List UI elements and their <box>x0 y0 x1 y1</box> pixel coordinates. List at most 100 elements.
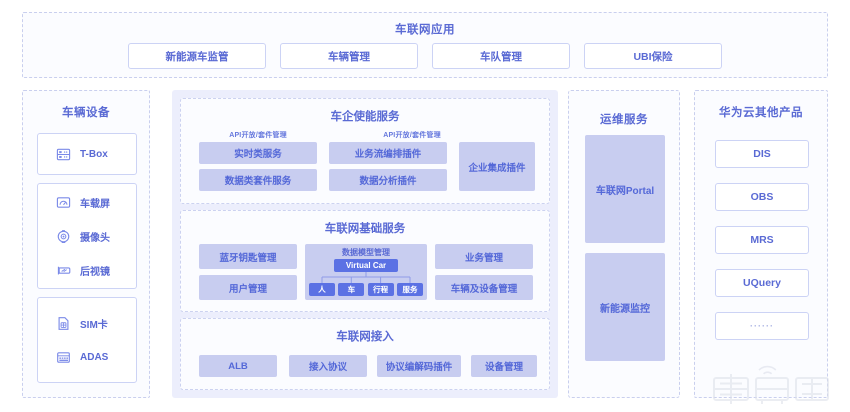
ops-cell-new-energy-monitoring[interactable]: 新能源监控 <box>585 253 665 361</box>
device-item-screen[interactable]: 车载屏 <box>38 185 136 219</box>
vehicle-devices-column: 车辆设备 T-Box <box>22 90 150 398</box>
base-services-panel: 车联网基础服务 蓝牙钥匙管理 用户管理 业务管理 车辆及设备管理 数据模型管理 <box>180 210 550 312</box>
data-model-leaf-vehicle[interactable]: 车 <box>338 283 365 296</box>
huawei-product-uquery[interactable]: UQuery <box>715 269 809 297</box>
application-button-ubi-insurance[interactable]: UBI保险 <box>584 43 722 69</box>
sim-card-icon <box>58 316 69 330</box>
enablement-cell-realtime-service[interactable]: 实时类服务 <box>199 142 317 164</box>
leaf-label: 行程 <box>373 285 389 294</box>
data-model-leaf-row: 人 车 行程 服务 <box>309 283 423 296</box>
device-item-label: 后视镜 <box>80 266 110 278</box>
application-button-vehicle-management[interactable]: 车辆管理 <box>280 43 418 69</box>
cell-label: 数据分析插件 <box>359 176 417 187</box>
enablement-cell-analytics-plugin[interactable]: 数据分析插件 <box>329 169 447 191</box>
application-button-fleet-management[interactable]: 车队管理 <box>432 43 570 69</box>
leaf-label: 车 <box>347 285 356 294</box>
application-button-label: 车辆管理 <box>328 50 370 63</box>
access-cell-access-protocol[interactable]: 接入协议 <box>289 355 367 377</box>
base-cell-bluetooth-key-management[interactable]: 蓝牙钥匙管理 <box>199 244 297 269</box>
access-cell-device-management[interactable]: 设备管理 <box>471 355 537 377</box>
device-item-label: ADAS <box>80 351 109 363</box>
device-item-label: SIM卡 <box>80 319 108 331</box>
cell-label: 车联网Portal <box>595 185 655 197</box>
ops-cell-iov-portal[interactable]: 车联网Portal <box>585 135 665 243</box>
device-item-rear-mirror[interactable]: 后视镜 <box>38 253 136 287</box>
huawei-product-more[interactable]: ······ <box>715 312 809 340</box>
device-item-camera[interactable]: 摄像头 <box>38 219 136 253</box>
data-model-management-title: 数据模型管理 <box>342 248 390 257</box>
leaf-label: 服务 <box>402 285 418 294</box>
cell-label: 协议编解码插件 <box>385 362 453 373</box>
vehicle-devices-title: 车辆设备 <box>62 107 110 119</box>
data-model-leaf-person[interactable]: 人 <box>309 283 335 296</box>
base-cell-business-management[interactable]: 业务管理 <box>435 244 533 269</box>
access-cell-alb[interactable]: ALB <box>199 355 277 377</box>
cell-label: 蓝牙钥匙管理 <box>219 252 277 264</box>
product-label: ······ <box>750 321 774 331</box>
adas-module-icon <box>57 351 70 363</box>
device-item-label: 摄像头 <box>80 232 110 244</box>
device-group-modules: SIM卡 ADAS <box>37 297 137 383</box>
cell-label: 用户管理 <box>228 283 267 295</box>
application-button-label: UBI保险 <box>633 50 673 63</box>
data-model-root-virtual-car[interactable]: Virtual Car <box>334 259 398 272</box>
base-cell-user-management[interactable]: 用户管理 <box>199 275 297 300</box>
data-model-leaf-trip[interactable]: 行程 <box>367 283 394 296</box>
enablement-services-title: 车企使能服务 <box>330 111 400 123</box>
platform-center-column: 车企使能服务 API开放/套件管理 API开放/套件管理 实时类服务 数据类套件… <box>172 90 558 398</box>
rear-view-mirror-icon <box>57 266 71 274</box>
enablement-api-label-left: API开放/套件管理 <box>229 132 287 139</box>
access-services-panel: 车联网接入 ALB 接入协议 协议编解码插件 设备管理 <box>180 318 550 390</box>
device-item-sim-card[interactable]: SIM卡 <box>38 306 136 340</box>
application-button-label: 车队管理 <box>480 50 522 63</box>
camera-icon <box>57 229 70 243</box>
cell-label: 设备管理 <box>484 362 523 373</box>
base-cell-vehicle-device-management[interactable]: 车辆及设备管理 <box>435 275 533 300</box>
application-band: 车联网应用 新能源车监管 车辆管理 车队管理 UBI保险 <box>22 12 828 78</box>
access-services-title: 车联网接入 <box>336 331 394 343</box>
device-group-cabin: 车载屏 摄像头 后视镜 <box>37 183 137 289</box>
huawei-product-mrs[interactable]: MRS <box>715 226 809 254</box>
application-button-new-energy[interactable]: 新能源车监管 <box>128 43 266 69</box>
application-band-title: 车联网应用 <box>395 24 455 36</box>
base-services-title: 车联网基础服务 <box>324 223 406 235</box>
leaf-label: 人 <box>318 285 326 294</box>
in-car-screen-icon <box>56 196 71 208</box>
ops-services-title: 运维服务 <box>600 114 648 126</box>
product-label: MRS <box>750 234 774 246</box>
enablement-cell-enterprise-integration-plugin[interactable]: 企业集成插件 <box>459 142 535 191</box>
application-button-label: 新能源车监管 <box>165 50 229 63</box>
cell-label: 数据类套件服务 <box>224 176 292 187</box>
cell-label: 企业集成插件 <box>468 162 526 174</box>
cell-label: 车辆及设备管理 <box>450 283 518 295</box>
product-label: OBS <box>750 191 774 203</box>
enablement-cell-workflow-plugin[interactable]: 业务流编排插件 <box>329 142 447 164</box>
huawei-product-obs[interactable]: OBS <box>715 183 809 211</box>
enablement-cell-data-kit-service[interactable]: 数据类套件服务 <box>199 169 317 191</box>
enablement-api-label-right: API开放/套件管理 <box>383 132 441 139</box>
device-item-adas[interactable]: ADAS <box>38 340 136 374</box>
device-group-tbox: T-Box <box>37 133 137 175</box>
device-item-label: 车载屏 <box>80 198 110 210</box>
device-item-label: T-Box <box>80 148 108 160</box>
product-label: UQuery <box>743 277 781 289</box>
cell-label: 业务流编排插件 <box>354 149 422 160</box>
virtual-car-label: Virtual Car <box>345 261 387 270</box>
tbox-server-icon <box>56 148 71 160</box>
enablement-services-panel: 车企使能服务 API开放/套件管理 API开放/套件管理 实时类服务 数据类套件… <box>180 98 550 204</box>
data-model-management-group: 数据模型管理 Virtual Car 人 车 <box>305 244 427 300</box>
huawei-cloud-products-column: 华为云其他产品 DIS OBS MRS UQuery ······ <box>694 90 828 398</box>
cell-label: 业务管理 <box>464 252 503 264</box>
cell-label: ALB <box>228 360 248 372</box>
cell-label: 接入协议 <box>308 362 347 373</box>
application-button-row: 新能源车监管 车辆管理 车队管理 UBI保险 <box>23 43 827 69</box>
huawei-product-dis[interactable]: DIS <box>715 140 809 168</box>
cell-label: 新能源监控 <box>600 303 650 315</box>
cell-label: 实时类服务 <box>234 149 282 160</box>
ops-services-column: 运维服务 车联网Portal 新能源监控 <box>568 90 680 398</box>
access-cell-codec-plugin[interactable]: 协议编解码插件 <box>377 355 461 377</box>
device-item-tbox[interactable]: T-Box <box>38 137 136 171</box>
product-label: DIS <box>753 148 771 160</box>
data-model-leaf-service[interactable]: 服务 <box>396 283 423 296</box>
